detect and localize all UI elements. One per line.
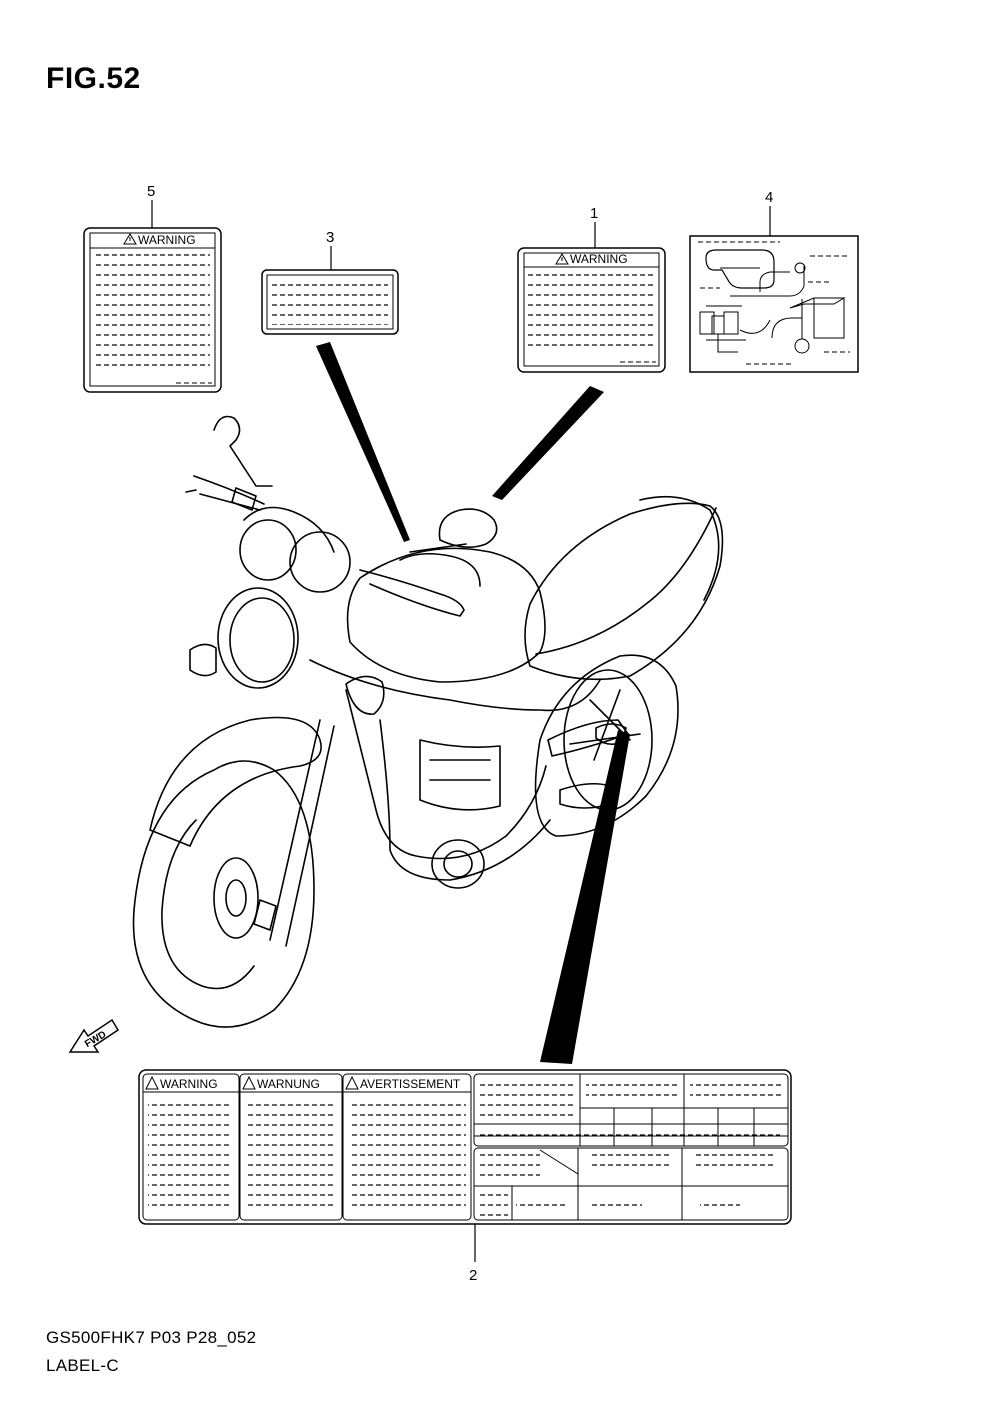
fwd-arrow-icon: FWD: [68, 1018, 120, 1053]
label-3: 3: [261, 229, 410, 542]
callout-2: 2: [469, 1267, 477, 1284]
warnung-heading: WARNUNG: [257, 1077, 320, 1091]
warning-heading: WARNING: [138, 233, 196, 247]
warning-triangle-icon: [123, 233, 137, 245]
callout-1: 1: [590, 205, 598, 222]
label-4-diagram: 4: [689, 189, 859, 373]
label-1-warning: 1 WARNING: [492, 205, 666, 500]
callout-5: 5: [147, 183, 155, 200]
warning-heading: WARNING: [160, 1077, 218, 1091]
callout-4: 4: [765, 189, 773, 206]
warning-triangle-icon: [145, 1075, 159, 1090]
warning-triangle-icon: [242, 1075, 256, 1090]
fwd-text: FWD: [83, 1029, 108, 1050]
motorcycle-illustration: [132, 415, 724, 1028]
diagram-label: LABEL-C: [46, 1356, 119, 1375]
callout-3: 3: [326, 229, 334, 246]
avertissement-heading: AVERTISSEMENT: [360, 1077, 461, 1091]
figure-title: FIG.52: [46, 62, 141, 95]
diagram-code: GS500FHK7 P03 P28_052: [46, 1328, 257, 1347]
label-2-multilingual: WARNING WARNUNG AVERTISSEMENT: [138, 1069, 792, 1284]
warning-triangle-icon: [555, 253, 569, 265]
warning-heading: WARNING: [570, 252, 628, 266]
label-5-warning: 5 WARNING: [83, 183, 222, 393]
warning-triangle-icon: [345, 1075, 359, 1090]
